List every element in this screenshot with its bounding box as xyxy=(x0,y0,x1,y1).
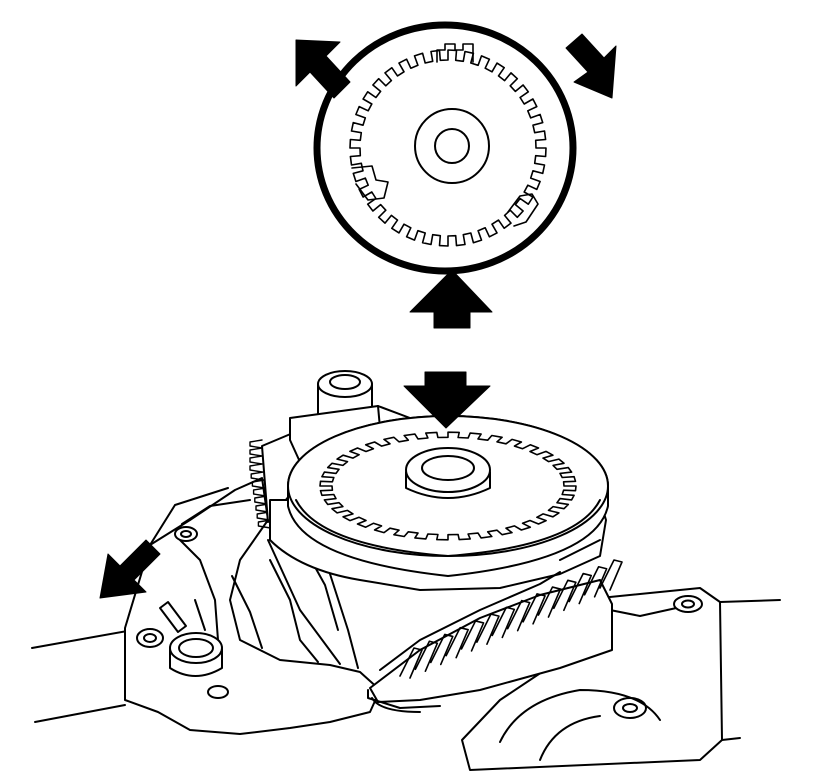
tone-wheel-tab-left xyxy=(351,165,389,201)
housing-boss-upper xyxy=(174,526,198,542)
transmission-housing xyxy=(31,477,781,771)
arrows xyxy=(99,33,617,599)
dowel-pin xyxy=(159,601,187,633)
arrow-up-left-icon xyxy=(295,39,351,99)
installed-tone-wheel xyxy=(287,415,609,577)
housing-boss-front xyxy=(169,632,223,677)
arrow-up-right-icon xyxy=(565,33,617,99)
arrow-up-icon xyxy=(409,269,493,329)
tone-wheel-hub xyxy=(414,108,490,184)
housing-boss-mid xyxy=(207,685,229,699)
tone-wheel-bore xyxy=(434,128,470,164)
housing-boss-left xyxy=(136,628,164,648)
housing-boss-right-top xyxy=(673,595,703,613)
tone-wheel-detail xyxy=(313,21,577,275)
arrow-down-left-icon xyxy=(99,539,161,599)
tone-wheel-teeth xyxy=(349,49,547,247)
tone-wheel-tab-right xyxy=(507,193,539,227)
installed-tone-wheel-teeth xyxy=(319,431,577,541)
housing-boss-right-bottom xyxy=(613,697,647,719)
helical-gear-teeth xyxy=(399,559,623,679)
tone-wheel-tab-top xyxy=(436,43,474,63)
helical-gear xyxy=(367,559,623,713)
arrow-down-icon xyxy=(403,371,491,429)
